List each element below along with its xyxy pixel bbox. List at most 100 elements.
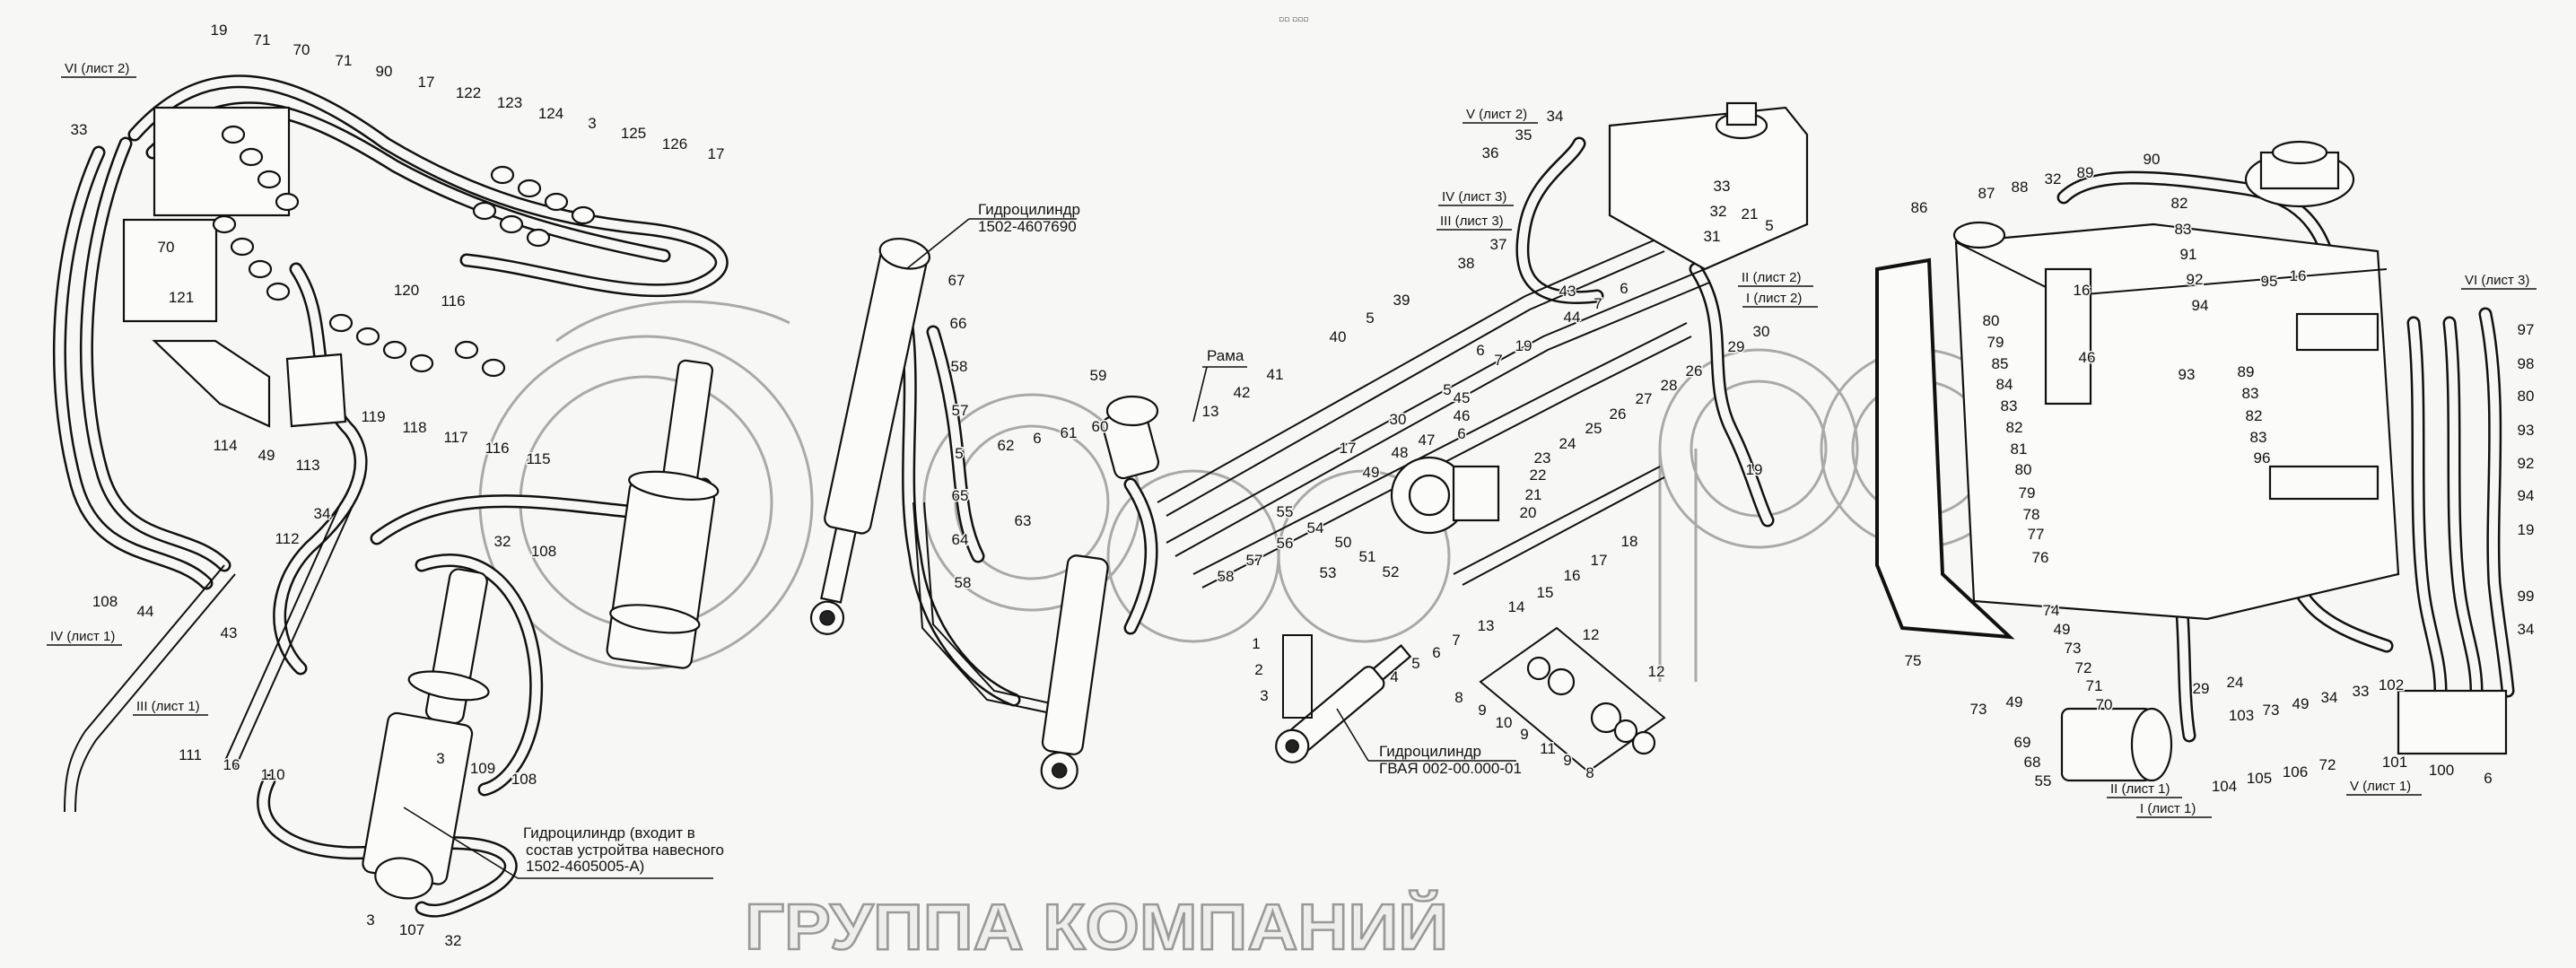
callout-number: 92 [2187, 271, 2204, 288]
callout-number: 22 [1530, 467, 1547, 484]
callout-number: 5 [1366, 310, 1374, 327]
callout-number: 104 [2212, 778, 2237, 795]
cylinder-left-note-line2: состав устройтва навесного [526, 842, 724, 859]
fitting [472, 201, 497, 221]
callout-number: 4 [1390, 668, 1398, 685]
callout-number: 112 [275, 530, 299, 547]
callout-number: 69 [2014, 734, 2031, 751]
callout-number: 33 [71, 121, 88, 138]
callout-number: 50 [1335, 534, 1352, 551]
callout-number: 58 [951, 358, 968, 375]
sheet-reference: IV (лист 1) [50, 629, 115, 644]
callout-number: 83 [2175, 221, 2192, 238]
callout-number: 54 [1307, 519, 1324, 536]
callout-number: 21 [1525, 486, 1542, 503]
callout-number: 73 [2263, 702, 2280, 719]
filter-cup-center [1101, 395, 1160, 480]
callout-number: 1 [1252, 635, 1260, 652]
fitting [454, 340, 479, 360]
callout-number: 72 [2319, 756, 2336, 773]
callout-number: 70 [158, 239, 175, 256]
fitting [275, 192, 300, 212]
callout-number: 94 [2192, 297, 2209, 314]
sheet-reference: VI (лист 3) [2465, 273, 2529, 288]
fitting [382, 340, 407, 360]
callout-number: 71 [254, 31, 271, 48]
callout-number: 19 [1746, 461, 1763, 478]
callout-number: 56 [1277, 535, 1294, 552]
cylinder-small-title: Гидроцилиндр [1379, 743, 1481, 760]
callout-number: 111 [179, 746, 202, 763]
callout-number: 108 [92, 593, 118, 610]
hoses [52, 74, 2515, 918]
callout-number: 46 [2079, 349, 2096, 366]
fitting [355, 327, 380, 346]
callout-number: 6 [1033, 430, 1041, 447]
fitting [544, 192, 569, 212]
callout-number: 57 [952, 402, 969, 419]
callout-number: 26 [1610, 406, 1627, 423]
callout-number: 77 [2028, 526, 2045, 543]
callout-number: 101 [2382, 754, 2407, 771]
callout-number: 51 [1359, 548, 1376, 565]
callout-number: 14 [1508, 598, 1525, 615]
callout-number: 39 [1393, 292, 1410, 309]
callout-number: 63 [1015, 512, 1032, 529]
callout-number: 2 [1254, 661, 1262, 678]
callout-number: 116 [441, 292, 465, 310]
callout-number: 31 [1704, 228, 1721, 245]
callout-number: 99 [2518, 588, 2535, 605]
callout-number: 18 [1621, 533, 1638, 550]
callout-number: 70 [293, 41, 310, 58]
callout-number: 107 [399, 921, 424, 938]
fitting [409, 353, 434, 373]
callout-number: 17 [1591, 552, 1608, 569]
callout-number: 114 [213, 437, 237, 454]
frame-label: Рама [1207, 347, 1244, 364]
coupling-detail-frame [1282, 634, 1313, 719]
callout-number: 7 [1594, 295, 1602, 312]
hydraulic-cylinder-large [606, 359, 720, 669]
callout-number: 3 [1260, 687, 1268, 704]
distributor-assembly [122, 106, 596, 428]
callout-number: 32 [494, 533, 511, 550]
filter-69 [2060, 707, 2173, 782]
pump [1390, 456, 1500, 535]
callout-number: 86 [1911, 199, 1928, 216]
callout-number: 35 [1515, 126, 1533, 144]
callout-number: 118 [402, 419, 426, 436]
callout-number: 93 [2179, 366, 2196, 383]
callout-number: 49 [258, 447, 275, 464]
callout-number: 47 [1419, 432, 1436, 449]
callout-number: 92 [2518, 455, 2535, 472]
callout-number: 28 [1661, 377, 1678, 394]
callout-number: 49 [2292, 695, 2310, 712]
callout-number: 17 [708, 145, 725, 162]
callout-number: 34 [2518, 621, 2535, 638]
callout-number: 59 [1090, 367, 1107, 384]
callout-number: 110 [260, 766, 284, 783]
sheet-reference: I (лист 1) [2140, 801, 2196, 816]
callout-number: 9 [1478, 702, 1486, 719]
callout-number: 82 [2006, 419, 2023, 436]
callout-number: 85 [1992, 355, 2009, 372]
cylinder-center-code: 1502-4607690 [978, 218, 1077, 235]
callout-number: 94 [2518, 487, 2535, 504]
callout-number: 49 [2054, 621, 2071, 638]
sheet-reference: II (лист 1) [2110, 781, 2170, 797]
callout-number: 16 [223, 756, 240, 773]
callout-number: 55 [2035, 772, 2052, 789]
callout-number: 90 [376, 63, 393, 80]
quick-coupling-parts [1526, 656, 1656, 755]
callout-number: 7 [1494, 352, 1502, 369]
sheet-reference: III (лист 3) [1440, 214, 1504, 229]
quick-coupling-detail-frame [1479, 626, 1666, 773]
callout-number: 29 [2193, 680, 2210, 697]
callout-number: 72 [2075, 659, 2092, 676]
callout-number: 49 [2006, 693, 2023, 711]
callout-number: 106 [2283, 763, 2308, 781]
callout-number: 67 [948, 272, 965, 289]
callout-number: 20 [1520, 504, 1537, 521]
watermark-subtitle: ГРУППА КОМПАНИЙ [745, 890, 1448, 964]
callout-number: 43 [1559, 283, 1576, 300]
